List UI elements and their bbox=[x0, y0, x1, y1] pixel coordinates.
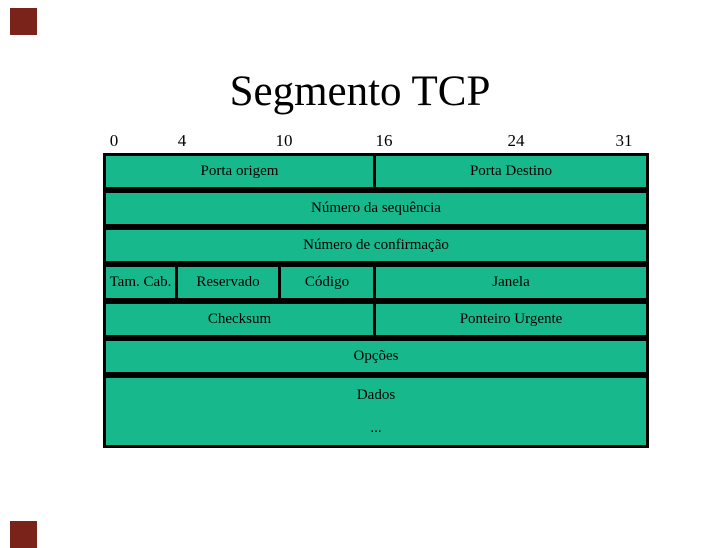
corner-decoration-bottom-left bbox=[10, 521, 37, 548]
bit-tick-24: 24 bbox=[507, 131, 525, 150]
corner-decoration-top-left bbox=[10, 8, 37, 35]
bit-tick-31: 31 bbox=[615, 131, 633, 150]
row-ports: Porta origem Porta Destino bbox=[103, 153, 649, 190]
field-janela: Janela bbox=[373, 267, 646, 298]
field-ponteiro-urgente: Ponteiro Urgente bbox=[373, 304, 646, 335]
field-tam-cab: Tam. Cab. bbox=[109, 274, 172, 290]
bit-tick-16: 16 bbox=[375, 131, 393, 150]
bit-tick-4: 4 bbox=[177, 131, 187, 150]
tcp-segment-diagram: Porta origem Porta Destino Número da seq… bbox=[103, 153, 649, 448]
row-checksum: Checksum Ponteiro Urgente bbox=[103, 301, 649, 338]
field-reservado: Reservado bbox=[175, 267, 278, 298]
field-codigo: Código bbox=[278, 267, 373, 298]
field-dados-label: Dados bbox=[356, 386, 396, 403]
field-dados: Dados ... bbox=[106, 378, 646, 445]
field-numero-sequencia: Número da sequência bbox=[311, 200, 441, 216]
field-porta-destino: Porta Destino bbox=[373, 156, 646, 187]
field-numero-confirmacao: Número de confirmação bbox=[303, 237, 449, 253]
bit-ruler: 0 4 10 16 24 31 bbox=[0, 130, 720, 152]
bit-tick-10: 10 bbox=[275, 131, 293, 150]
field-porta-origem: Porta origem bbox=[200, 163, 279, 179]
bit-tick-0: 0 bbox=[109, 131, 119, 150]
row-options: Opções bbox=[103, 338, 649, 375]
row-sequence: Número da sequência bbox=[103, 190, 649, 227]
row-ack: Número de confirmação bbox=[103, 227, 649, 264]
field-checksum: Checksum bbox=[207, 311, 272, 327]
field-dados-ellipsis: ... bbox=[370, 419, 382, 436]
field-opcoes: Opções bbox=[353, 348, 399, 364]
row-data: Dados ... bbox=[103, 375, 649, 448]
row-header-flags: Tam. Cab. Reservado Código Janela bbox=[103, 264, 649, 301]
slide-title: Segmento TCP bbox=[229, 68, 491, 115]
